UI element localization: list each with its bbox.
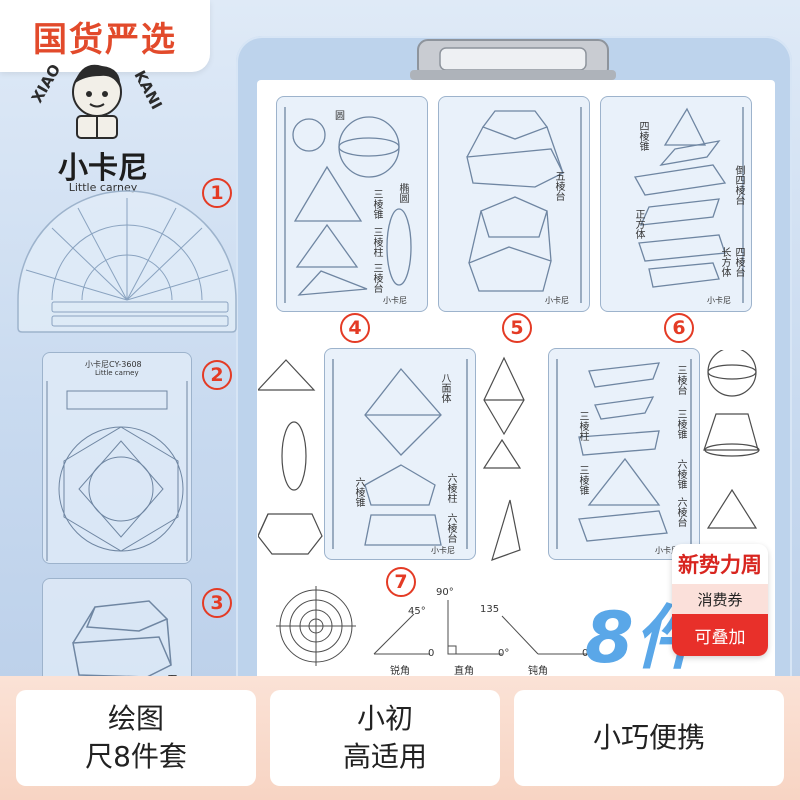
item-number-6: 6 <box>664 313 694 343</box>
ruler-6-label-5: 四棱台 <box>733 247 744 277</box>
item-number-2: 2 <box>202 360 232 390</box>
ruler-f-label-3: 六棱柱 <box>445 473 456 503</box>
protractor-ruler <box>17 190 237 333</box>
svg-text:XIAO: XIAO <box>28 61 64 106</box>
ruler-2-model: 小卡尼CY-3608 <box>85 360 142 369</box>
promo-badge[interactable]: 新势力周 消费券 可叠加 <box>672 544 768 656</box>
angle-obtuse-name: 钝角 <box>528 666 548 677</box>
feature-item: 绘图 尺8件套 <box>16 690 256 786</box>
ruler-5-footer: 小卡尼 <box>545 296 569 305</box>
angle-right-name: 直角 <box>454 666 474 677</box>
ruler-g-label-4: 三棱锥 <box>577 465 588 495</box>
svg-text:KANI: KANI <box>130 67 165 112</box>
angle-acute-name: 锐角 <box>390 666 410 677</box>
ruler-4-label-4: 三棱柱 <box>371 227 382 257</box>
clipboard-clip <box>410 39 616 80</box>
ruler-f-label-2: 六棱锥 <box>353 477 364 507</box>
ruler-f-footer: 小卡尼 <box>431 546 455 555</box>
ruler-6-label-2: 倒四棱台 <box>733 165 744 205</box>
promo-badge-subtitle: 消费券 <box>672 584 768 614</box>
ruler-g-label-3: 三棱柱 <box>577 411 588 441</box>
feature-bar: 绘图 尺8件套 小初 高适用 小巧便携 <box>0 676 800 800</box>
ruler-4-label-5: 三棱台 <box>371 263 382 293</box>
ruler-g-label-1: 三棱台 <box>675 365 686 395</box>
brand-tag: 国货严选 <box>0 0 210 72</box>
ruler-g-drawing <box>556 359 692 549</box>
angle-obtuse-degree: 135 <box>480 604 500 615</box>
feature-item: 小初 高适用 <box>270 690 500 786</box>
ruler-2-brand: Little carney <box>95 369 139 377</box>
feature-line-1: 小巧便携 <box>592 721 705 754</box>
ruler-6-footer: 小卡尼 <box>707 296 731 305</box>
item-number-5: 5 <box>502 313 532 343</box>
feature-line-2: 尺8件套 <box>85 740 187 773</box>
ruler-2-drawing <box>46 381 188 561</box>
ruler-6: 四棱锥 倒四棱台 正方体 长方体 四棱台 小卡尼 <box>600 96 752 312</box>
feature-line-1: 小初 <box>356 702 413 735</box>
brand-tag-text: 国货严选 <box>33 19 177 60</box>
ruler-g-label-2: 三棱锥 <box>675 409 686 439</box>
ruler-5-drawing <box>466 107 582 303</box>
promo-badge-title: 新势力周 <box>672 544 768 584</box>
ruler-5: 五棱台 小卡尼 <box>438 96 590 312</box>
angle-zero-obtuse: 0° <box>582 648 594 659</box>
ruler-6-label-1: 四棱锥 <box>637 121 648 151</box>
angle-acute-degree: 45° <box>408 606 426 617</box>
ruler-f-label-4: 六棱台 <box>445 513 456 543</box>
angle-diagrams <box>276 586 592 666</box>
angle-zero-right: 0° <box>498 648 510 659</box>
ruler-f-drawing <box>332 359 468 549</box>
promo-badge-action[interactable]: 可叠加 <box>672 614 768 656</box>
ruler-4-label-1: 圆 <box>335 111 345 122</box>
angle-zero-plain: 0 <box>428 648 435 659</box>
brand-logo-icon: XIAO KANI <box>28 61 166 139</box>
feature-line-2: 高适用 <box>342 740 427 773</box>
ruler-4-label-3: 三棱锥 <box>371 189 382 219</box>
ruler-6-drawing <box>633 107 744 303</box>
ruler-4-drawing <box>284 107 412 303</box>
ruler-6-label-3: 正方体 <box>633 209 644 239</box>
ruler-g: 三棱台 三棱锥 三棱柱 三棱锥 六棱锥 六棱台 小卡尼 <box>548 348 700 560</box>
ruler-4-label-2: 椭圆 <box>397 183 408 203</box>
feature-item: 小巧便携 <box>514 690 784 786</box>
item-number-3: 3 <box>202 588 232 618</box>
angle-right-degree: 90° <box>436 587 454 598</box>
ruler-5-label: 五棱台 <box>553 171 564 201</box>
ruler-3-drawing <box>72 600 172 678</box>
sketch-shapes <box>258 350 760 561</box>
item-number-7: 7 <box>386 567 416 597</box>
ruler-g-label-6: 六棱台 <box>675 497 686 527</box>
ruler-2: 小卡尼CY-3608 Little carney <box>42 352 192 564</box>
logo-name: 小卡尼 <box>58 151 148 186</box>
ruler-g-footer: 小卡尼 <box>655 546 679 555</box>
feature-line-1: 绘图 <box>107 702 164 735</box>
ruler-6-label-4: 长方体 <box>719 247 730 277</box>
ruler-g-label-5: 六棱锥 <box>675 459 686 489</box>
item-number-1: 1 <box>202 178 232 208</box>
ruler-f: 八面体 六棱锥 六棱柱 六棱台 小卡尼 <box>324 348 476 560</box>
ruler-f-label-1: 八面体 <box>439 373 450 403</box>
item-number-4: 4 <box>340 313 370 343</box>
ruler-4-footer: 小卡尼 <box>383 296 407 305</box>
ruler-4: 圆 椭圆 三棱锥 三棱柱 三棱台 小卡尼 <box>276 96 428 312</box>
